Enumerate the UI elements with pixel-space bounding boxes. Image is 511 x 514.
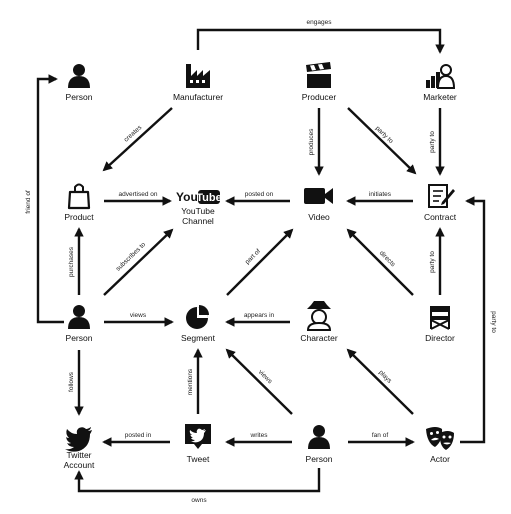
edge-label-party-to-director: party to <box>429 251 436 273</box>
node-director: Director <box>425 306 455 343</box>
person-icon <box>68 64 90 88</box>
video-camera-icon <box>304 188 333 204</box>
edge-follows: follows <box>68 350 84 416</box>
node-segment: Segment <box>181 305 216 343</box>
tweet-icon <box>185 424 211 449</box>
edge-mentions: mentions <box>187 348 203 414</box>
edge-label-party-to-actor: party to <box>490 311 497 333</box>
youtube-logo-tube: Tube <box>196 192 221 204</box>
edge-part-of: part of <box>226 228 294 296</box>
node-producer: Producer <box>302 62 337 102</box>
person-icon <box>308 425 330 449</box>
node-person-mid: Person <box>66 305 93 343</box>
node-twitter-account: Twitter Account <box>64 427 95 470</box>
edge-party-to-actor: party to <box>460 196 497 444</box>
edge-label-engages: engages <box>307 19 333 26</box>
edge-views-bottom: views <box>225 348 293 415</box>
edge-purchases: purchases <box>68 227 84 295</box>
edge-fan-of: fan of <box>348 432 415 447</box>
edge-label-posted-in: posted in <box>125 432 152 439</box>
clapperboard-icon <box>306 62 331 88</box>
youtube-logo-you: You <box>176 190 198 204</box>
edge-label-views-mid: views <box>130 312 147 319</box>
shopping-bag-icon <box>67 183 91 210</box>
node-label-contract: Contract <box>424 212 457 222</box>
edge-label-advertised-on: advertised on <box>118 191 157 198</box>
contract-icon <box>428 184 455 208</box>
node-product: Product <box>64 183 94 222</box>
character-icon <box>306 301 332 331</box>
twitter-bird-icon <box>65 427 92 452</box>
node-person-top: Person <box>66 64 93 102</box>
node-label-product: Product <box>64 212 94 222</box>
edge-label-purchases: purchases <box>68 246 75 277</box>
person-icon <box>68 305 90 329</box>
edge-label-posted-on: posted on <box>245 191 274 198</box>
node-manufacturer: Manufacturer <box>173 64 223 102</box>
youtube-logo-icon: You Tube <box>176 190 222 204</box>
edge-party-to-marketer: party to <box>429 108 445 176</box>
edge-appears-in: appears in <box>225 312 290 327</box>
edge-label-friend-of: friend of <box>25 190 32 214</box>
edge-posted-in: posted in <box>102 432 170 447</box>
edge-writes: writes <box>225 432 292 447</box>
node-label-video: Video <box>308 212 330 222</box>
edge-initiates: initiates <box>346 191 413 206</box>
node-label-character: Character <box>300 333 337 343</box>
edge-label-follows: follows <box>68 371 75 392</box>
edge-label-mentions: mentions <box>187 368 194 395</box>
edge-label-fan-of: fan of <box>372 432 388 439</box>
node-label-tweet: Tweet <box>187 454 210 464</box>
edge-party-to-director: party to <box>429 227 445 295</box>
edge-plays: plays <box>346 348 414 415</box>
pie-chart-icon <box>186 305 209 329</box>
node-tweet: Tweet <box>185 424 211 464</box>
node-label-person-top: Person <box>66 92 93 102</box>
node-character: Character <box>300 301 338 343</box>
node-label-director: Director <box>425 333 455 343</box>
edge-label-initiates: initiates <box>369 191 392 198</box>
edge-advertised-on: advertised on <box>104 191 172 206</box>
edge-label-produces: produces <box>308 128 315 155</box>
node-label-producer: Producer <box>302 92 337 102</box>
edge-label-creates: creates <box>123 124 144 144</box>
edge-owns: owns <box>74 468 321 504</box>
node-label-actor: Actor <box>430 454 450 464</box>
theater-masks-icon <box>426 427 454 450</box>
node-marketer: Marketer <box>423 64 457 102</box>
edge-label-directs: directs <box>378 250 397 269</box>
node-label-person-bottom: Person <box>306 454 333 464</box>
edge-friend-of: friend of <box>25 74 64 324</box>
node-label-youtube-line2: Channel <box>182 216 214 226</box>
factory-icon <box>186 64 210 88</box>
node-label-twitter-line2: Account <box>64 460 95 470</box>
node-actor: Actor <box>426 427 454 464</box>
edge-subscribes-to: subscribes to <box>103 228 174 296</box>
node-label-segment: Segment <box>181 333 216 343</box>
edge-label-writes: writes <box>250 432 269 439</box>
node-label-marketer: Marketer <box>423 92 457 102</box>
edge-label-appears-in: appears in <box>244 312 275 319</box>
edge-label-party-to-marketer: party to <box>429 131 436 153</box>
edge-creates: creates <box>102 107 173 172</box>
edge-label-owns: owns <box>191 497 207 504</box>
director-chair-icon <box>430 306 450 330</box>
node-label-youtube-line1: YouTube <box>181 206 215 216</box>
edge-views-mid: views <box>104 312 174 327</box>
edge-directs: directs <box>346 228 414 296</box>
node-video: Video <box>304 188 333 222</box>
node-label-twitter-line1: Twitter <box>66 450 91 460</box>
edge-posted-on: posted on <box>225 191 290 206</box>
edge-produces: produces <box>308 108 324 176</box>
node-contract: Contract <box>424 184 457 222</box>
node-person-bottom: Person <box>306 425 333 464</box>
edge-party-to-producer: party to <box>347 107 417 175</box>
edge-label-plays: plays <box>377 369 393 385</box>
marketer-icon <box>426 64 456 89</box>
node-youtube-channel: You Tube YouTube Channel <box>176 190 222 226</box>
node-label-manufacturer: Manufacturer <box>173 92 223 102</box>
edge-engages: engages <box>196 19 445 54</box>
node-label-person-mid: Person <box>66 333 93 343</box>
